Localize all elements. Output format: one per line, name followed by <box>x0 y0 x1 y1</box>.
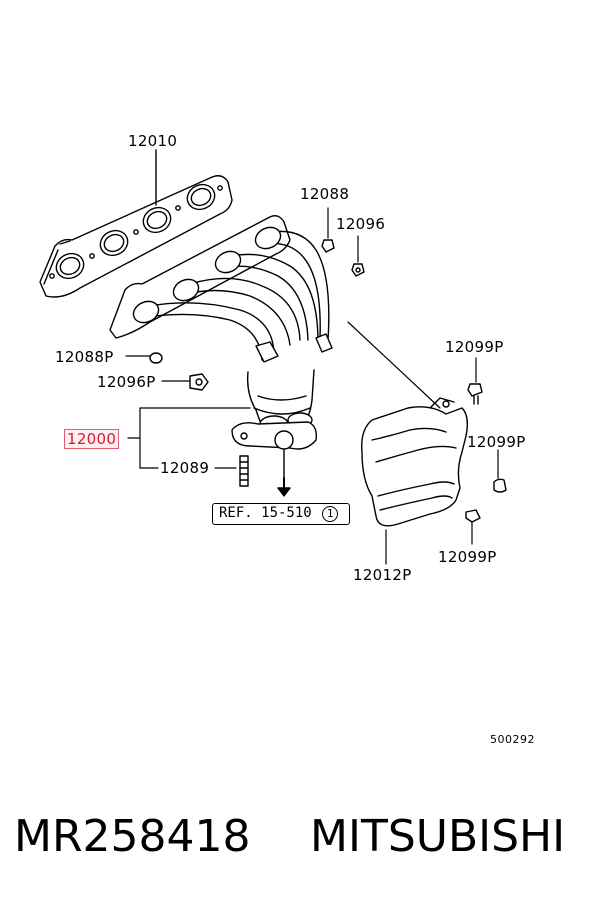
reference-text: REF. 15-510 <box>219 505 312 521</box>
label-washer-left: 12096P <box>97 373 156 391</box>
label-bolt-top: 12099P <box>445 338 504 356</box>
diagram-code: 500292 <box>490 733 535 746</box>
leader-lines <box>125 207 499 565</box>
reference-circle-number: 1 <box>322 506 339 522</box>
label-bolt-bottom: 12099P <box>438 548 497 566</box>
footer: MR258418 MITSUBISHI <box>0 812 600 872</box>
label-nut-left: 12088P <box>55 348 114 366</box>
part-number: MR258418 <box>14 811 251 862</box>
label-washer-top: 12096 <box>336 215 386 233</box>
label-manifold-assembly[interactable]: 12000 <box>64 429 120 449</box>
exhaust-manifold-diagram <box>39 149 507 565</box>
manifold-gasket <box>39 149 233 298</box>
fasteners <box>149 239 507 523</box>
label-gasket: 12010 <box>128 132 178 150</box>
exhaust-manifold <box>109 215 333 497</box>
label-stud: 12089 <box>160 459 210 477</box>
label-heat-cover: 12012P <box>353 566 412 584</box>
brand-name: MITSUBISHI <box>310 811 566 862</box>
label-bolt-mid: 12099P <box>467 433 526 451</box>
label-nut-top: 12088 <box>300 185 350 203</box>
reference-box[interactable]: REF. 15-510 1 <box>212 503 350 525</box>
heat-protector <box>361 397 469 527</box>
